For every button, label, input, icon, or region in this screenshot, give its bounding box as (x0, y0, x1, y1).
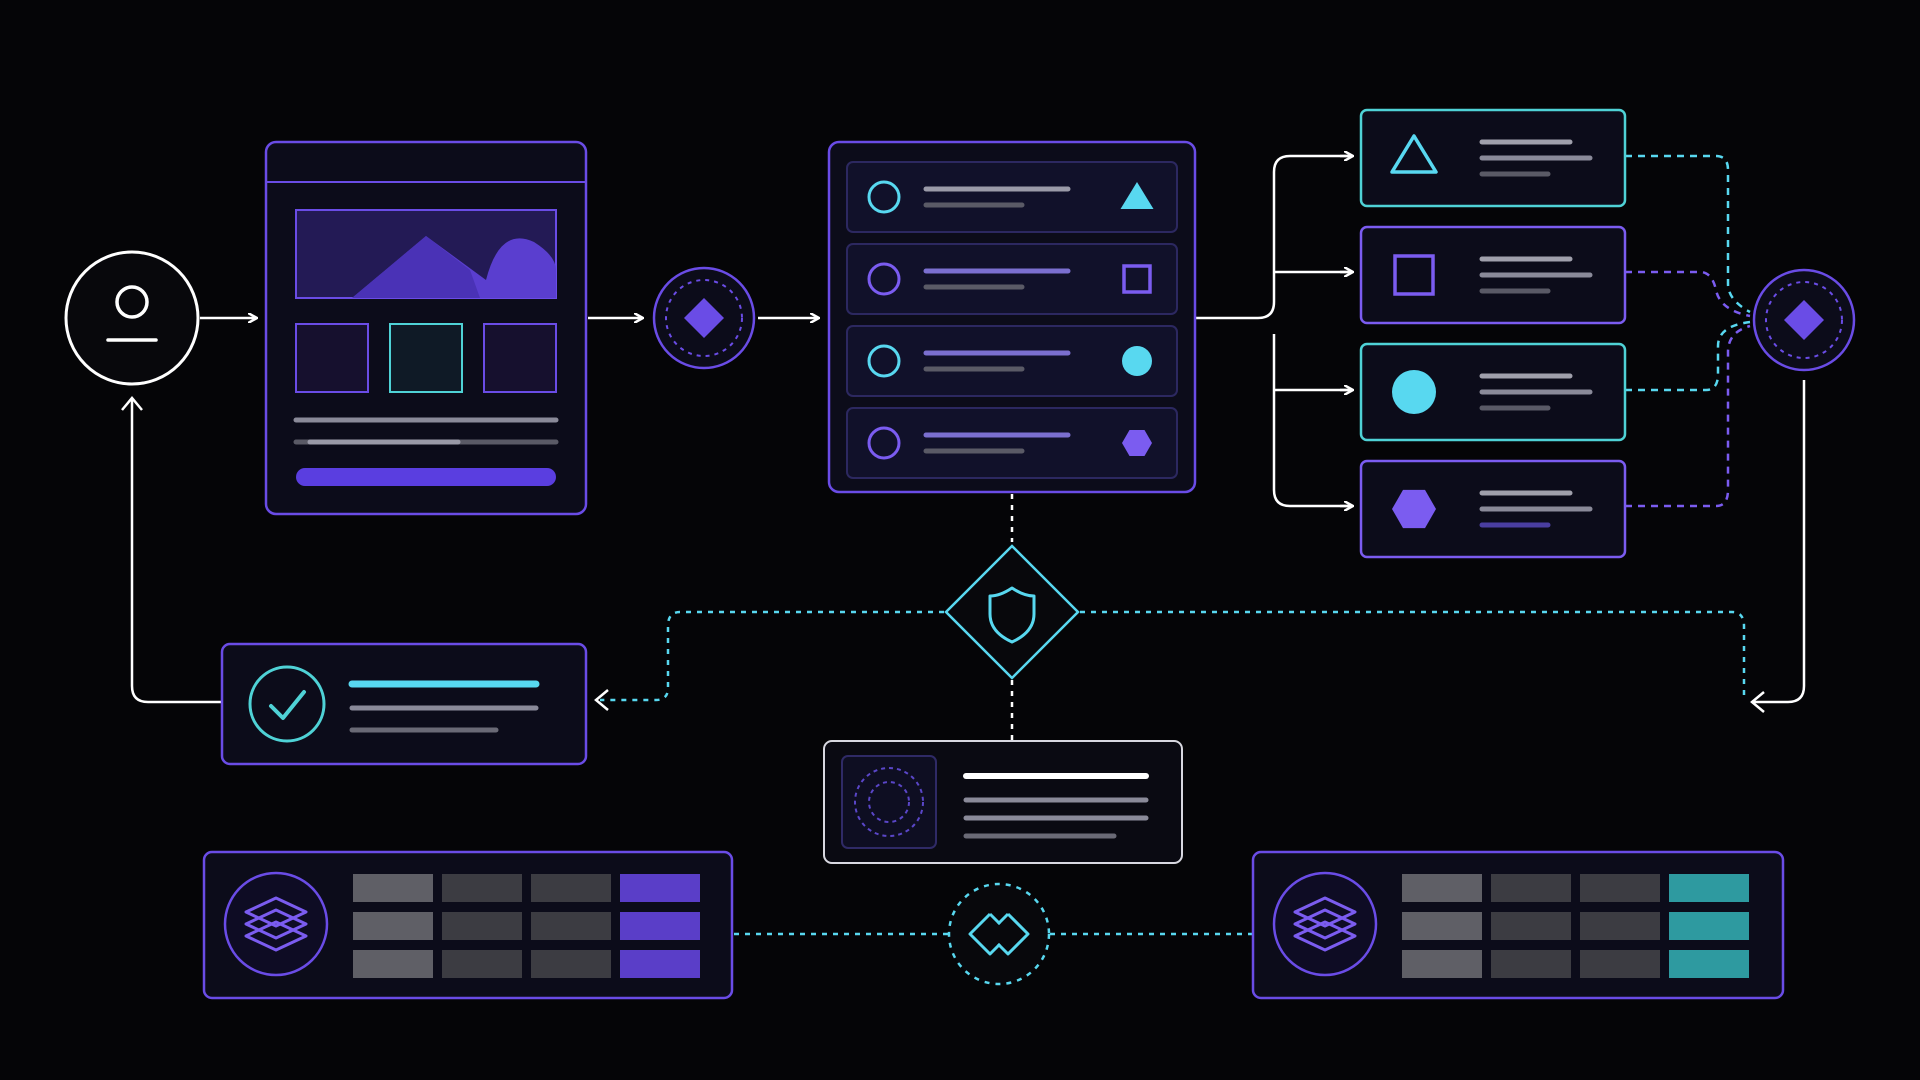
storage-cell (442, 874, 522, 902)
storage-cell (1402, 912, 1482, 940)
gateway-node[interactable] (652, 266, 756, 370)
branch-output-4 (1272, 334, 1350, 508)
storage-cell (442, 950, 522, 978)
sync-link-node[interactable] (947, 882, 1051, 986)
storage-cell (1669, 912, 1749, 940)
status-ring-icon (867, 344, 901, 378)
circle-icon (1392, 370, 1436, 414)
output-cards (1359, 108, 1627, 559)
storage-cell (531, 950, 611, 978)
form-thumb-3[interactable] (483, 323, 557, 393)
storage-cell (620, 950, 700, 978)
layers-icon (244, 896, 308, 952)
list-item[interactable] (846, 243, 1178, 315)
storage-right-cells (1272, 871, 1749, 978)
storage-cell (620, 874, 700, 902)
status-ring-icon (867, 180, 901, 214)
status-ring-icon (867, 262, 901, 296)
storage-cell (1580, 874, 1660, 902)
triangle-icon (1120, 182, 1154, 209)
diamond-icon (1784, 300, 1824, 340)
list-item[interactable] (846, 325, 1178, 397)
user-node[interactable] (64, 250, 200, 386)
storage-cell (620, 912, 700, 940)
confirm-to-user-arrow (130, 398, 222, 704)
user-icon (106, 285, 158, 342)
storage-cell (1669, 950, 1749, 978)
list-panel (827, 140, 1197, 494)
target-icon (854, 767, 924, 837)
output-card-4[interactable] (1359, 459, 1627, 559)
status-ring-icon (867, 426, 901, 460)
storage-left-cells (223, 871, 700, 978)
check-icon (269, 690, 306, 720)
output-4-to-merge (1625, 324, 1751, 508)
form-submit-button[interactable] (296, 468, 556, 486)
hexagon-icon (1392, 489, 1436, 529)
connectors (121, 154, 1806, 936)
list-item[interactable] (846, 161, 1178, 233)
storage-cell (1669, 874, 1749, 902)
storage-cell (1580, 950, 1660, 978)
check-icon-ring (248, 665, 326, 743)
storage-cell (531, 874, 611, 902)
shield-to-right-dashed (1080, 610, 1746, 700)
storage-cell (1580, 912, 1660, 940)
output-card-2[interactable] (1359, 225, 1627, 325)
storage-cell (353, 950, 433, 978)
triangle-icon (1390, 134, 1438, 174)
mountain-icon (295, 209, 557, 299)
merge-return-arrowhead (1750, 691, 1765, 713)
storage-cell (1402, 950, 1482, 978)
security-check-node[interactable] (944, 544, 1080, 680)
storage-panel-right[interactable] (1251, 850, 1785, 1000)
form-window[interactable] (264, 140, 588, 516)
output-card-1[interactable] (1359, 108, 1627, 208)
storage-cell (442, 912, 522, 940)
storage-cell (1402, 874, 1482, 902)
link-icon (968, 912, 1030, 956)
storage-cell (1491, 874, 1571, 902)
storage-cell (1491, 950, 1571, 978)
storage-cell (531, 912, 611, 940)
list-item[interactable] (846, 407, 1178, 479)
shield-icon (988, 586, 1036, 644)
output-3-to-merge (1625, 320, 1751, 392)
hexagon-icon (1122, 430, 1152, 456)
target-icon-frame (841, 755, 937, 849)
merge-node[interactable] (1752, 268, 1856, 372)
output-2-to-merge (1625, 270, 1751, 318)
storage-cell (353, 874, 433, 902)
square-icon (1122, 264, 1152, 294)
confirmation-card[interactable] (220, 642, 588, 766)
diamond-icon (684, 298, 724, 338)
form-thumb-2[interactable] (389, 323, 463, 393)
storage-cell (353, 912, 433, 940)
storage-panel-left[interactable] (202, 850, 734, 1000)
square-icon (1393, 254, 1435, 296)
layers-icon-ring (1272, 871, 1378, 977)
merge-to-return-arrow (1752, 380, 1806, 704)
user-return-arrowhead (121, 396, 143, 411)
form-thumb-1[interactable] (295, 323, 369, 393)
circle-icon (1122, 346, 1152, 376)
list-to-outputs-branch (1196, 154, 1350, 320)
detail-card[interactable] (823, 740, 1183, 864)
layers-icon (1293, 896, 1357, 952)
confirm-dashed-arrowhead (594, 689, 609, 711)
storage-cell (1491, 912, 1571, 940)
list-rows (846, 161, 1178, 479)
shield-to-confirm-dashed (600, 610, 944, 702)
output-1-to-merge (1625, 154, 1751, 314)
output-card-3[interactable] (1359, 342, 1627, 442)
layers-icon-ring (223, 871, 329, 977)
